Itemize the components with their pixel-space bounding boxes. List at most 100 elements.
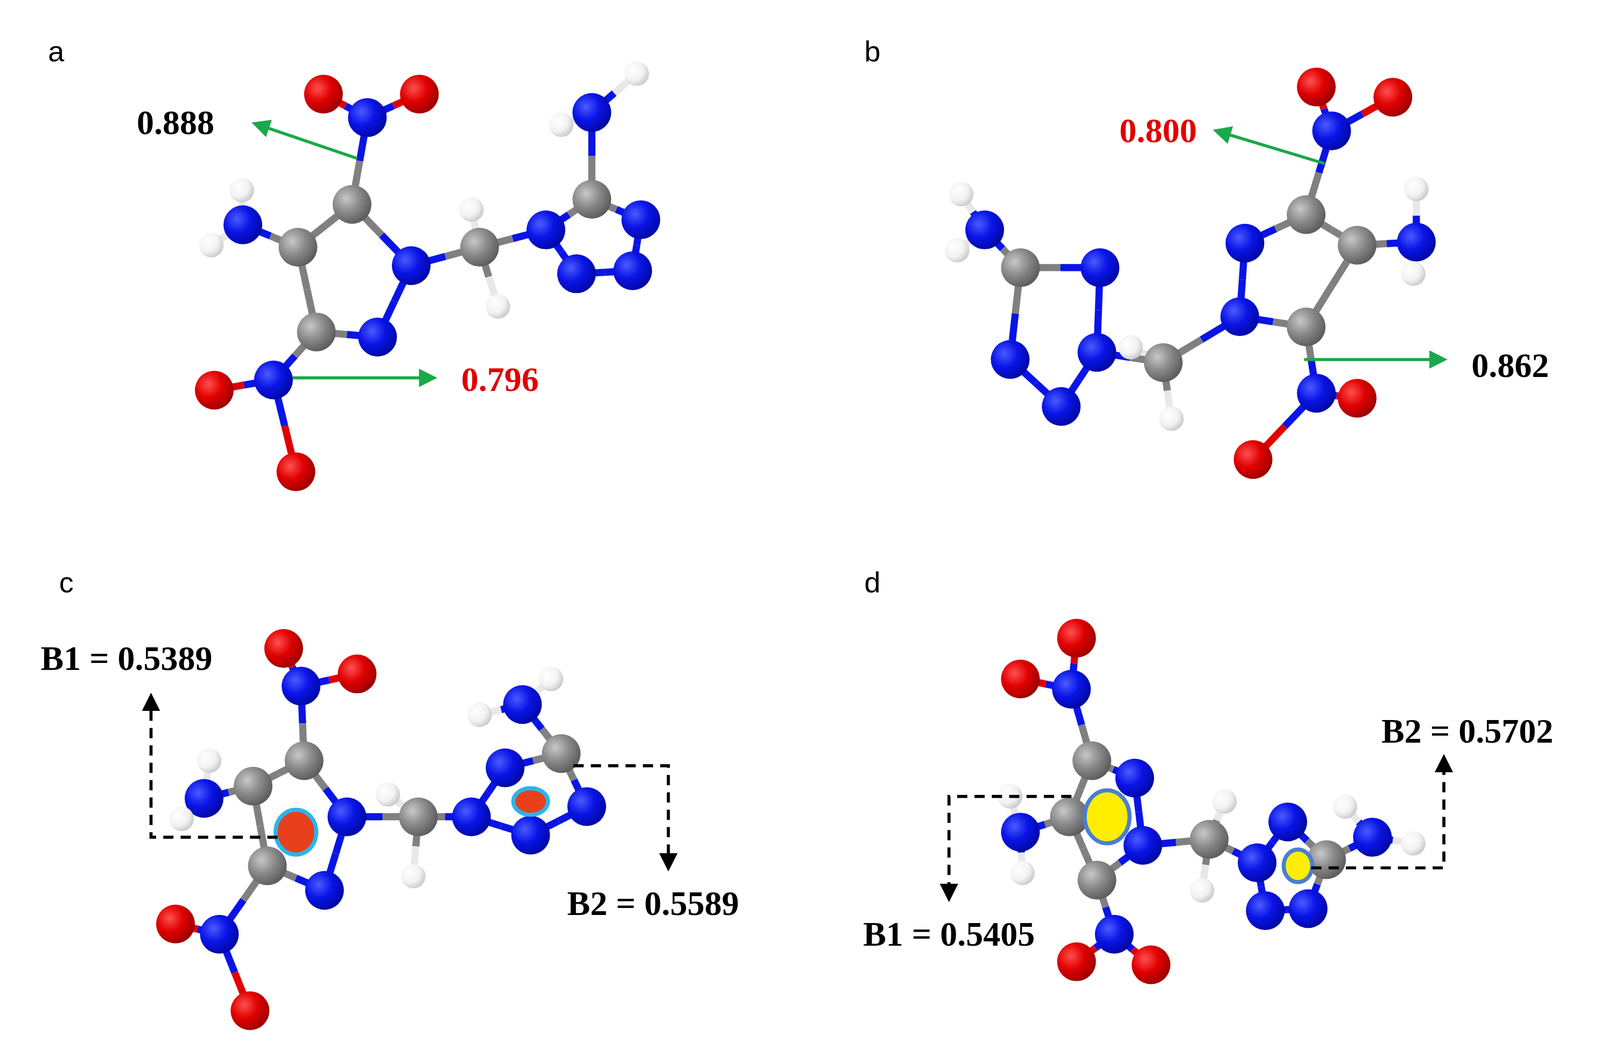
atom <box>990 340 1030 380</box>
ring-value: B1 = 0.5405 <box>862 916 1035 952</box>
atom <box>452 797 491 837</box>
atom <box>398 797 438 837</box>
atom <box>337 654 377 693</box>
atom <box>949 181 974 207</box>
atom <box>1051 669 1091 709</box>
bond-order-value: 0.796 <box>461 362 539 397</box>
atom <box>613 251 652 291</box>
atom <box>572 179 612 219</box>
panel-letter: a <box>47 36 65 66</box>
atom <box>156 904 195 944</box>
atom <box>304 74 343 114</box>
panel-letter: b <box>864 36 881 66</box>
atom <box>526 210 566 250</box>
atom <box>1311 111 1351 151</box>
atom <box>549 112 574 137</box>
atom <box>1077 860 1117 900</box>
atom <box>400 74 439 114</box>
atom <box>401 863 426 888</box>
atom <box>1131 945 1171 985</box>
panel-letter: d <box>864 567 881 597</box>
atom <box>233 766 273 806</box>
atom <box>944 237 970 263</box>
atom <box>459 197 484 222</box>
bond-order-value: 0.888 <box>136 105 215 140</box>
panel-letter: c <box>59 567 74 597</box>
atom <box>485 748 525 788</box>
atom <box>1118 334 1143 360</box>
atom <box>1212 789 1237 814</box>
ring-highlight <box>513 788 548 815</box>
atom <box>1189 819 1229 859</box>
atom <box>1373 77 1413 117</box>
atom <box>1057 942 1097 981</box>
atom <box>1077 332 1117 372</box>
atom <box>264 628 304 668</box>
bond-order-value: 0.862 <box>1471 348 1549 383</box>
atom <box>1072 740 1112 780</box>
ring-highlight <box>275 809 317 854</box>
atom <box>1159 406 1184 431</box>
bracket-arrow <box>573 765 669 868</box>
atom <box>375 781 400 806</box>
atom <box>1000 812 1040 852</box>
atom <box>621 200 661 240</box>
atom <box>1352 817 1392 857</box>
atom <box>281 666 321 706</box>
atom <box>169 806 194 831</box>
atom <box>297 312 336 352</box>
atom <box>538 666 564 691</box>
atom <box>567 787 607 826</box>
atom <box>200 914 240 954</box>
atom <box>347 97 387 137</box>
atom <box>511 815 551 855</box>
bracket-arrow <box>949 796 1072 899</box>
bracket-arrow <box>151 696 278 838</box>
atom <box>1400 261 1426 286</box>
ring-highlight <box>1283 848 1312 882</box>
atom <box>485 293 510 319</box>
atom <box>223 205 263 244</box>
atom <box>1000 248 1040 287</box>
atom <box>1225 223 1265 263</box>
atom <box>624 61 649 86</box>
atom <box>460 227 500 267</box>
atom <box>1296 67 1336 107</box>
atom <box>1009 860 1035 885</box>
bracket-arrow <box>1311 757 1444 868</box>
molecule-models <box>156 61 1436 1030</box>
atom <box>391 246 431 285</box>
atom <box>1000 659 1040 699</box>
atom <box>332 184 372 224</box>
atom <box>1245 890 1285 930</box>
atom <box>276 452 316 491</box>
bond-order-value: 0.800 <box>1119 113 1197 149</box>
atom <box>199 233 224 258</box>
atom <box>358 317 397 357</box>
ring-highlights <box>275 788 1313 882</box>
atom <box>1296 373 1336 413</box>
atom <box>1095 914 1134 954</box>
ring-highlight <box>1084 789 1130 844</box>
atom <box>278 227 318 267</box>
atom <box>1404 176 1429 201</box>
atom <box>1189 877 1214 902</box>
atom <box>197 748 222 773</box>
atom <box>1220 297 1260 336</box>
atom <box>1286 194 1326 234</box>
atom <box>572 93 612 132</box>
atom <box>284 740 324 780</box>
leader-arrow <box>1303 358 1444 362</box>
atom <box>1080 248 1120 287</box>
atom <box>1041 387 1081 426</box>
atom <box>467 702 492 727</box>
bracket-arrows <box>151 696 1444 898</box>
atom <box>1268 802 1308 841</box>
atom <box>557 254 596 293</box>
leader-arrow <box>1216 130 1325 164</box>
leader-arrow <box>255 123 358 159</box>
atom <box>1115 758 1155 798</box>
ring-value: B2 = 0.5589 <box>566 886 739 921</box>
atom <box>194 370 234 410</box>
